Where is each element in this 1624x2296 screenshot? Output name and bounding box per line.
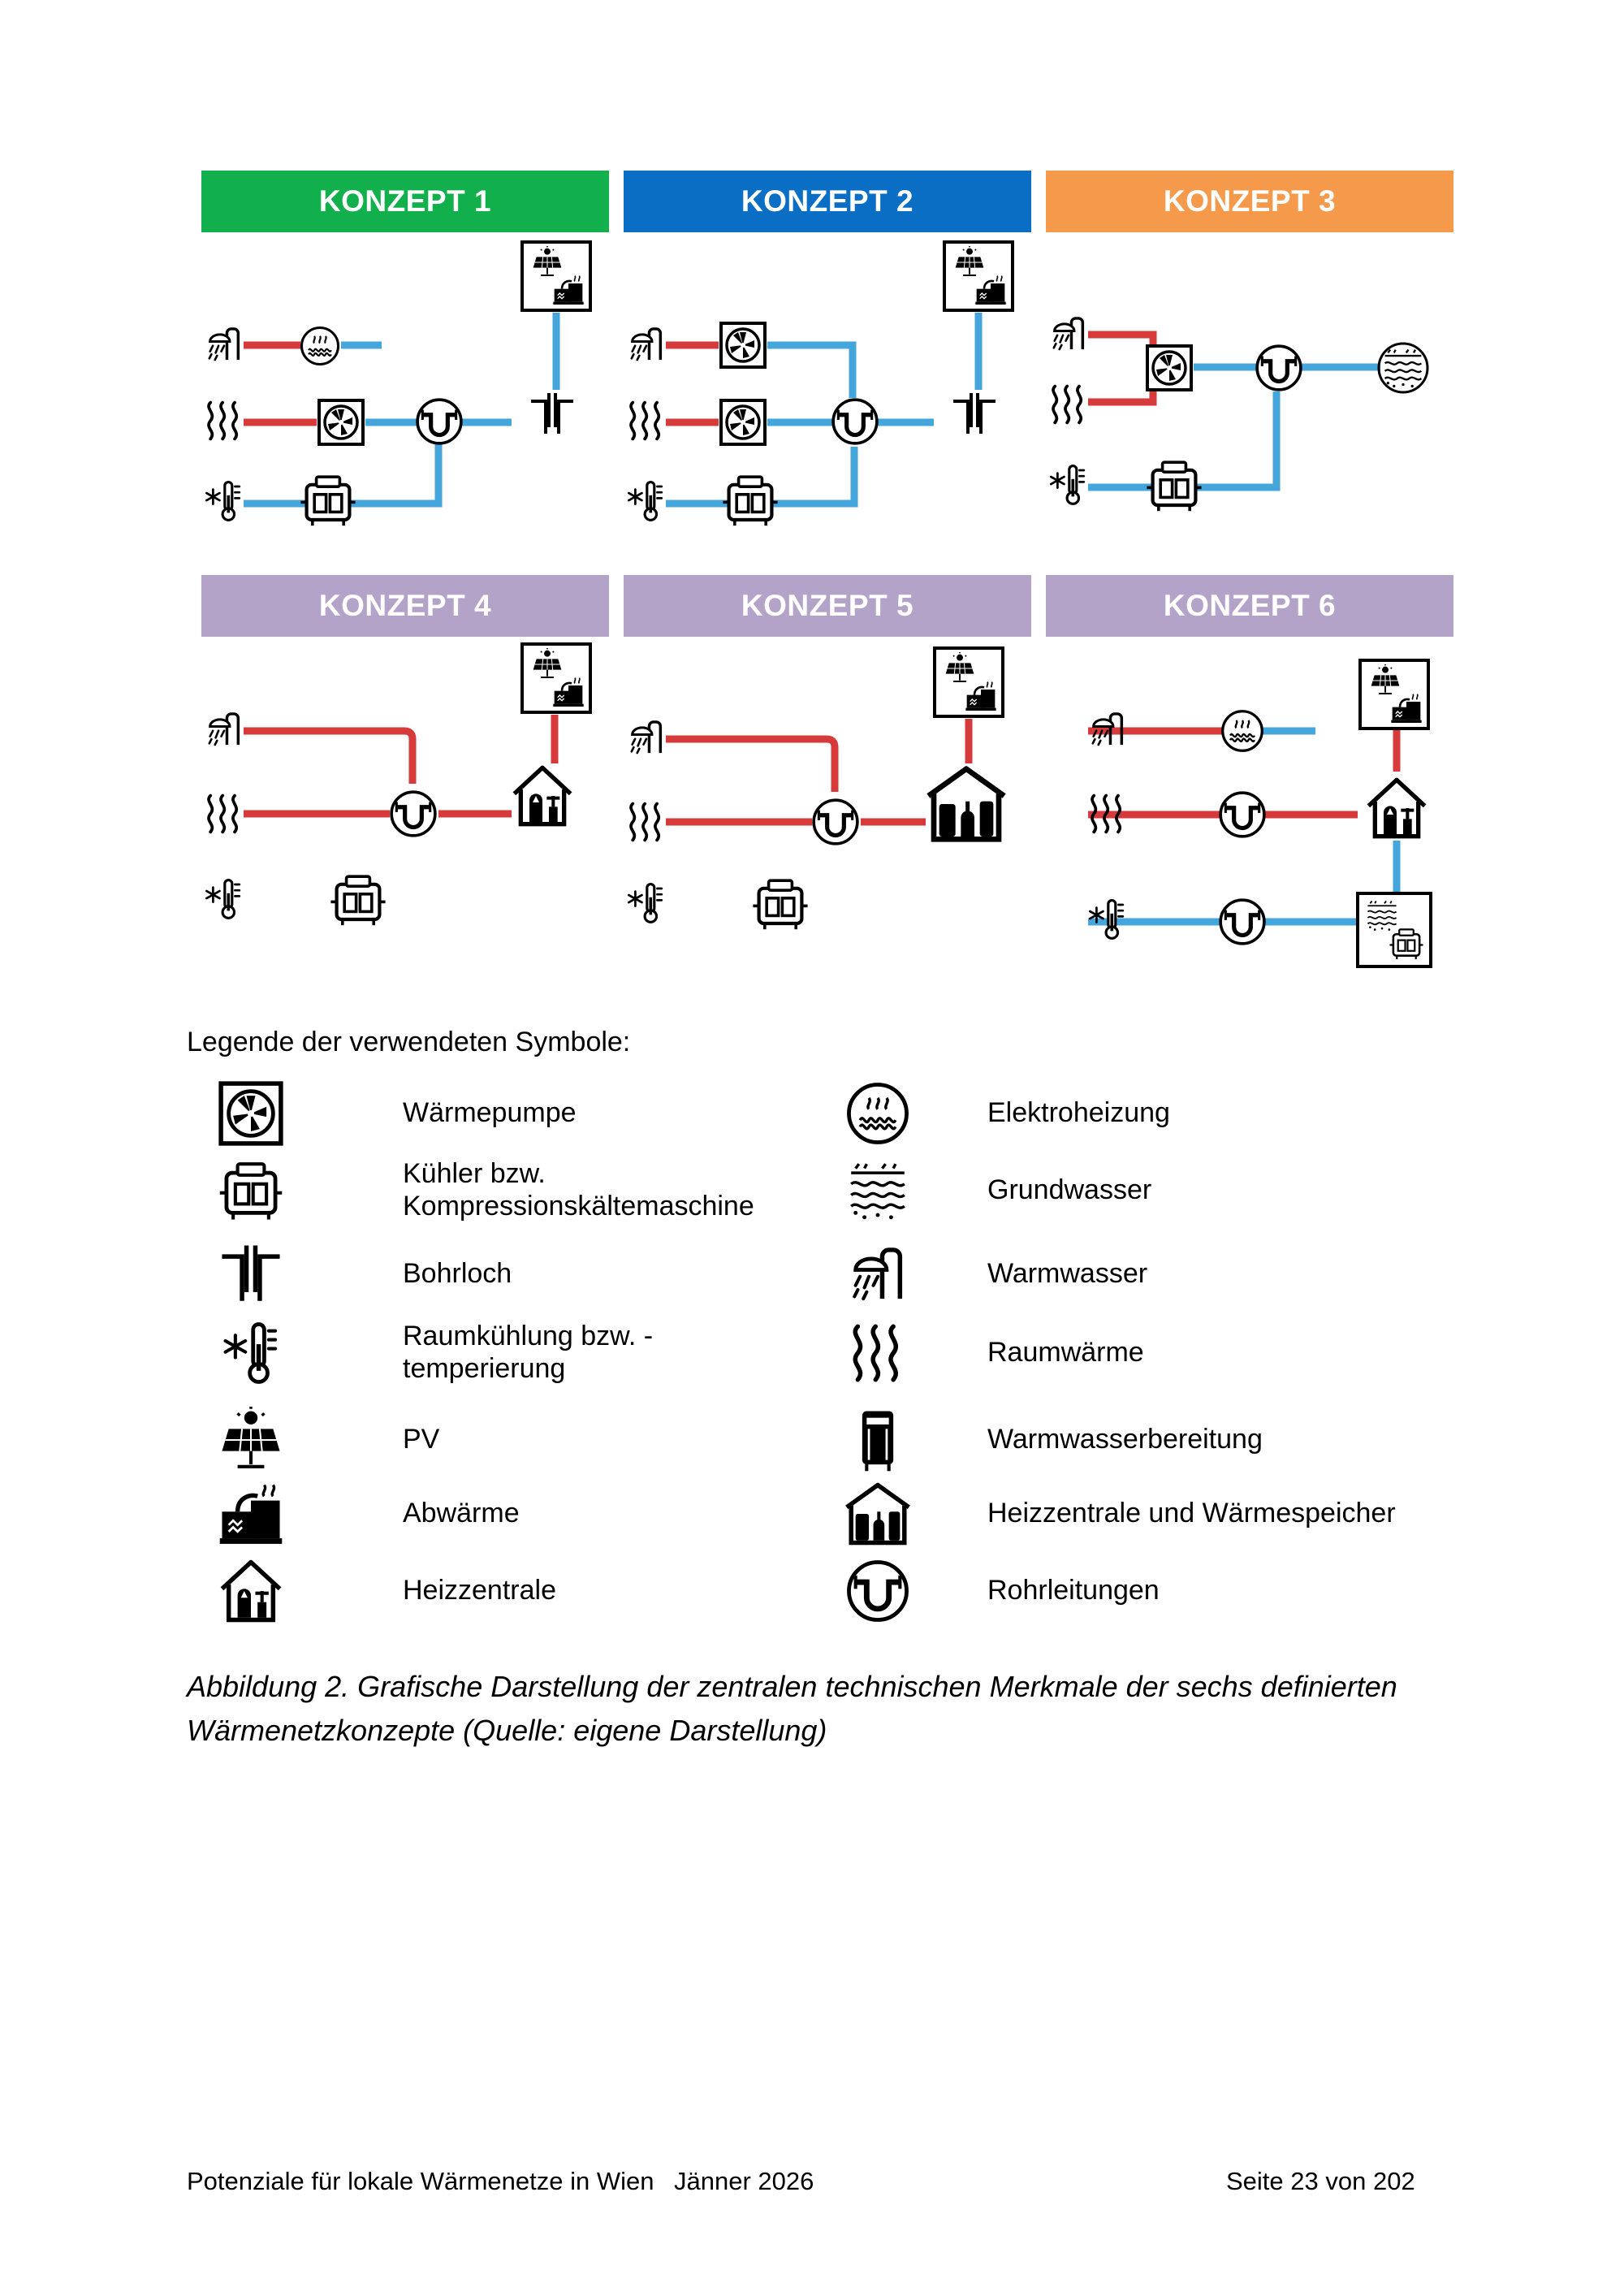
legend-label: Kühler bzw. Kompressionskältemaschine — [403, 1158, 754, 1222]
konzept-1-header: KONZEPT 1 — [201, 171, 609, 232]
borehole-icon — [529, 391, 575, 435]
pipes-icon — [1220, 900, 1264, 944]
pipes-icon — [844, 1558, 911, 1624]
space-heat-icon — [629, 400, 661, 441]
pipes-icon — [833, 400, 877, 443]
groundwater-icon — [844, 1157, 911, 1224]
heat-pump-icon — [719, 399, 767, 446]
borehole-icon — [952, 391, 997, 435]
figure-caption: Abbildung 2. Grafische Darstellung der z… — [187, 1670, 1397, 1747]
space-heat-icon — [207, 400, 239, 441]
legend-label: Elektroheizung — [987, 1097, 1170, 1128]
konzept-3-header: KONZEPT 3 — [1046, 171, 1453, 232]
legend-label: Heizzentrale — [403, 1575, 556, 1606]
shower-icon — [630, 720, 663, 755]
heat-pump-icon — [317, 399, 365, 446]
pipes-icon — [417, 400, 461, 443]
footer-date: Jänner 2026 — [674, 2167, 814, 2195]
konzept-5-header: KONZEPT 5 — [624, 575, 1031, 637]
konzept-2-header: KONZEPT 2 — [624, 171, 1031, 232]
chiller-icon — [330, 876, 385, 925]
legend-label: Raumwärme — [987, 1337, 1144, 1368]
chiller-icon — [753, 880, 807, 929]
legend-label: Heizzentrale und Wärmespeicher — [987, 1498, 1396, 1529]
konzept-6-diagram — [1088, 642, 1432, 968]
konzept-6-header: KONZEPT 6 — [1046, 575, 1453, 637]
space-heat-icon — [844, 1320, 911, 1386]
shower-icon — [630, 327, 663, 361]
legend-label: Warmwasser — [987, 1258, 1148, 1289]
pipes-icon — [1257, 346, 1301, 390]
pv-abwaerme-box — [935, 648, 1003, 716]
heat-pump-icon — [719, 322, 767, 369]
footer-page-number: Seite 23 von 202 — [1226, 2167, 1415, 2195]
pv-abwaerme-box — [1360, 660, 1428, 729]
shower-icon — [1052, 317, 1085, 351]
electric-heating-icon — [1221, 710, 1263, 752]
electric-heating-icon — [844, 1080, 911, 1147]
legend-label: Raumkühlung bzw. - temperierung — [403, 1321, 654, 1384]
room-cooling-icon — [218, 1320, 284, 1386]
pipes-icon — [1220, 793, 1264, 837]
legend-label: Bohrloch — [403, 1258, 512, 1289]
konzept-4-diagram — [205, 642, 609, 942]
legend-label: Wärmepumpe — [403, 1097, 577, 1128]
space-heat-icon — [207, 793, 239, 834]
heating-center-storage-icon — [844, 1481, 911, 1547]
pv-icon — [218, 1407, 284, 1473]
konzept-4-header: KONZEPT 4 — [201, 575, 609, 637]
pv-abwaerme-box — [522, 242, 590, 310]
heating-center-icon — [218, 1558, 284, 1624]
room-cooling-icon — [627, 480, 663, 522]
heating-center-storage-icon — [928, 769, 1004, 840]
heat-pump-icon — [1146, 344, 1193, 391]
legend-title: Legende der verwendeten Symbole: — [187, 1027, 631, 1057]
konzept-2-diagram — [627, 236, 1031, 536]
pv-abwaerme-box — [522, 644, 590, 712]
heat-pump-icon — [218, 1080, 284, 1147]
footer-title: Potenziale für lokale Wärmenetze in Wien — [187, 2167, 654, 2195]
room-cooling-icon — [205, 878, 241, 920]
space-heat-icon — [1052, 384, 1083, 425]
waste-heat-icon — [218, 1481, 284, 1547]
space-heat-icon — [629, 802, 661, 842]
hot-water-prep-icon — [844, 1407, 911, 1473]
room-cooling-icon — [205, 480, 241, 522]
chiller-icon — [723, 477, 777, 525]
shower-icon — [844, 1241, 911, 1308]
groundwater-icon — [1384, 348, 1423, 389]
shower-icon — [208, 712, 240, 746]
shower-icon — [208, 327, 240, 361]
pipes-icon — [391, 792, 435, 836]
room-cooling-icon — [1049, 464, 1086, 506]
legend-label: Rohrleitungen — [987, 1575, 1160, 1606]
pv-abwaerme-box — [944, 242, 1013, 310]
konzept-3-diagram — [1049, 317, 1429, 536]
electric-heating-icon — [300, 326, 340, 366]
legend-label: PV — [403, 1424, 440, 1455]
konzept-5-diagram — [627, 642, 1031, 942]
konzept-1-diagram — [205, 236, 609, 536]
chiller-icon — [300, 477, 355, 525]
legend-label: Abwärme — [403, 1498, 520, 1529]
chiller-icon — [1389, 928, 1424, 961]
legend-label: Warmwasserbereitung — [987, 1424, 1263, 1455]
legend-label: Grundwasser — [987, 1174, 1152, 1205]
pipes-icon — [814, 800, 857, 844]
chiller-icon — [218, 1157, 284, 1224]
borehole-icon — [218, 1241, 284, 1308]
chiller-icon — [1147, 462, 1201, 511]
heating-center-icon — [514, 767, 570, 824]
heating-center-icon — [1368, 780, 1424, 836]
room-cooling-icon — [627, 882, 663, 924]
